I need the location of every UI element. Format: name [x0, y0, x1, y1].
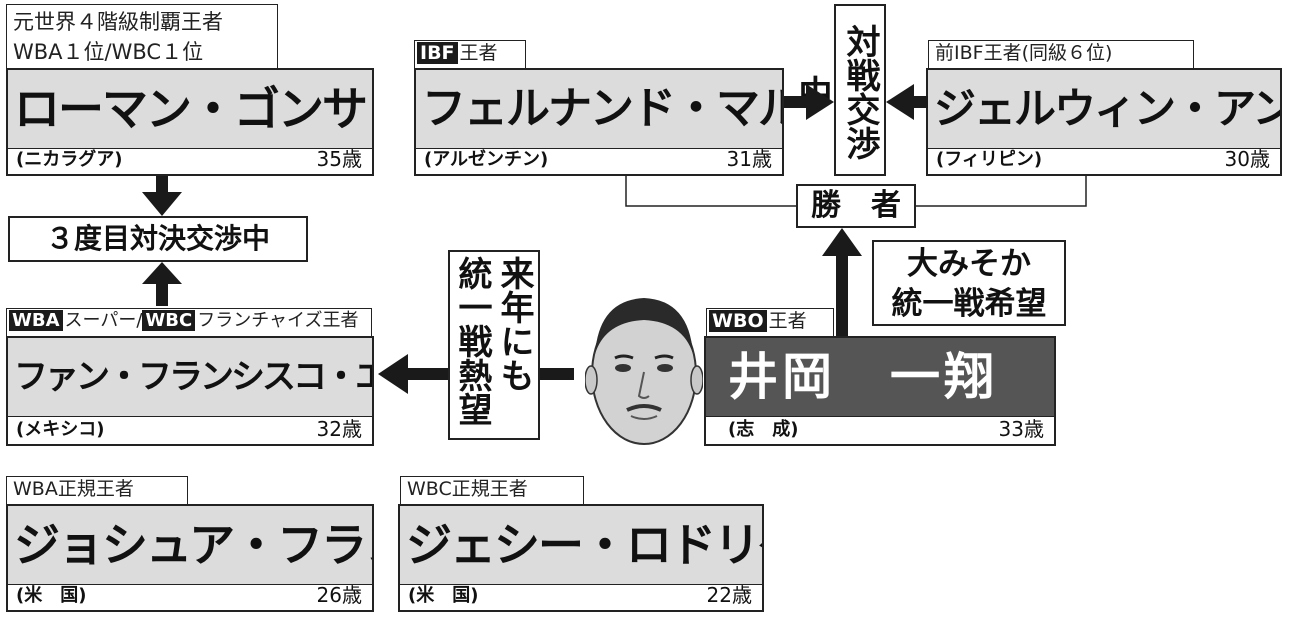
ancajas-age: 30歳 [1224, 147, 1270, 171]
arrow-inoue-up-shaft [836, 250, 848, 338]
bracket-left-line [625, 176, 796, 207]
arrow-estrada-left-shaft [404, 368, 448, 380]
estrada-country: (メキシコ) [16, 419, 105, 440]
franco-country: (米 国) [16, 585, 87, 606]
rodriguez-card: ジェシー・ロドリゲス (米 国) 22歳 [398, 504, 764, 612]
franco-name: ジョシュア・フランコ [8, 506, 372, 585]
gonzalez-title-tag: 元世界４階級制覇王者 WBA１位/WBC１位 [6, 4, 278, 68]
unification-hope-line2: 統一戦希望 [891, 286, 1047, 322]
bracket-right-line [916, 176, 1087, 207]
gonzalez-tag-line1: 元世界４階級制覇王者 [13, 10, 223, 34]
estrada-name: ファン・フランシスコ・エストラーダ [8, 338, 372, 417]
gonzalez-tag-line2: WBA１位/WBC１位 [13, 40, 204, 64]
franco-title-tag: WBA正規王者 [6, 476, 188, 504]
gonzalez-age: 35歳 [316, 147, 362, 171]
ioka-card: 井岡 一翔 (志 成) 33歳 [704, 336, 1056, 446]
ibf-badge: IBF [417, 42, 458, 64]
third-bout-box: ３度目対決交渉中 [8, 216, 308, 262]
arrow-estrada-left-head [378, 354, 408, 394]
arrow-ancajas-head [886, 84, 914, 120]
ancajas-card: ジェルウィン・アンカハス (フィリピン) 30歳 [926, 68, 1282, 176]
ioka-country: (志 成) [728, 419, 799, 440]
ancajas-title-tag: 前IBF王者(同級６位) [928, 40, 1194, 68]
unification-hope-box: 大みそか 統一戦希望 [872, 240, 1066, 326]
ancajas-country: (フィリピン) [936, 149, 1043, 170]
estrada-card: ファン・フランシスコ・エストラーダ (メキシコ) 32歳 [6, 336, 374, 446]
wba-badge: WBA [9, 310, 63, 331]
martinez-tag-text: 王者 [459, 42, 498, 64]
martinez-country: (アルゼンチン) [424, 149, 549, 170]
franco-age: 26歳 [316, 583, 362, 607]
martinez-card: フェルナンド・マルチネス (アルゼンチン) 31歳 [414, 68, 784, 176]
estrada-tag-text1: スーパー/ [64, 310, 143, 331]
ioka-name: 井岡 一翔 [706, 338, 1054, 417]
rodriguez-title-tag: WBC正規王者 [400, 476, 584, 504]
winner-box: 勝 者 [796, 184, 916, 228]
arrow-inoue-up-head [822, 228, 862, 256]
arrow-estrada-up-head [142, 262, 182, 284]
rodriguez-age: 22歳 [706, 583, 752, 607]
martinez-age: 31歳 [726, 147, 772, 171]
rodriguez-country: (米 国) [408, 585, 479, 606]
arrow-gonzalez-down-head [142, 192, 182, 216]
wbc-badge: WBC [142, 310, 196, 331]
estrada-age: 32歳 [316, 417, 362, 441]
estrada-tag-text2: フランチャイズ王者 [197, 310, 359, 331]
gonzalez-country: (ニカラグア) [16, 149, 123, 170]
gonzalez-card: ローマン・ゴンサレス (ニカラグア) 35歳 [6, 68, 374, 176]
next-year-col2: 統一戦熱望 [452, 256, 492, 426]
arrow-estrada-up-shaft [156, 278, 168, 306]
arrow-martinez-shaft [784, 96, 810, 108]
arrow-martinez-head [806, 84, 834, 120]
ancajas-name: ジェルウィン・アンカハス [928, 70, 1280, 149]
ioka-portrait [585, 298, 703, 445]
next-year-col1: 来年にも [494, 256, 534, 392]
gonzalez-name: ローマン・ゴンサレス [8, 70, 372, 149]
rodriguez-name: ジェシー・ロドリゲス [400, 506, 762, 585]
negotiation-box: 対戦交渉中 [792, 4, 886, 176]
arrow-gonzalez-down-shaft [156, 176, 168, 196]
unification-hope-line1: 大みそか [907, 246, 1031, 282]
next-year-box: 来年にも 統一戦熱望 [448, 250, 540, 440]
wbo-badge: WBO [709, 310, 767, 332]
inoue-tag-text: 王者 [768, 310, 807, 332]
martinez-name: フェルナンド・マルチネス [416, 70, 782, 149]
franco-card: ジョシュア・フランコ (米 国) 26歳 [6, 504, 374, 612]
ioka-age: 33歳 [998, 417, 1044, 441]
